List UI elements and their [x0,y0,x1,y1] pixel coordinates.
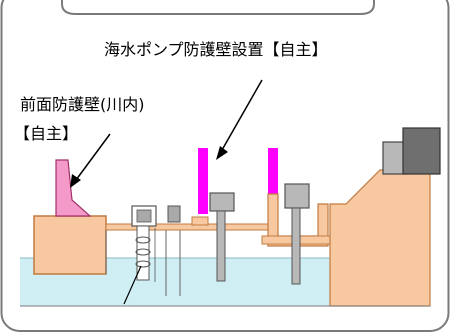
pump-wall-pointer-arrowhead [216,146,228,160]
front-wall-label-line1: 前面防護壁(川内) [20,95,145,114]
left-land-block [33,215,107,275]
pump-unit-mid-shaft [216,210,226,282]
pump-ring-1 [135,236,151,244]
pump-leader-line [123,265,142,305]
pump-ring-2 [135,248,151,256]
pump-unit-right-head [284,183,310,209]
seawater-pump-wall-label: 海水ポンプ防護壁設置【自主】 [104,40,328,59]
front-protective-wall [55,159,92,217]
pump-unit-right-shaft [291,207,301,285]
top-tab [61,0,375,15]
pump-wall-pointer-line [221,79,263,151]
seawater-pump-wall-1 [198,148,208,214]
front-wall-pointer-arrowhead [70,174,81,188]
platform-small [191,216,209,226]
pump-unit-mid-head [209,192,235,212]
pump-motor-small [167,205,181,223]
pier-deck [105,223,275,231]
building-dark [402,127,441,175]
pump-housing-inner [136,209,152,223]
front-wall-pointer-line [75,133,111,181]
front-wall-label-line2: 【自主】 [14,124,79,143]
seawater-pump-wall-2 [268,148,278,194]
pump-ring-3 [135,260,151,268]
